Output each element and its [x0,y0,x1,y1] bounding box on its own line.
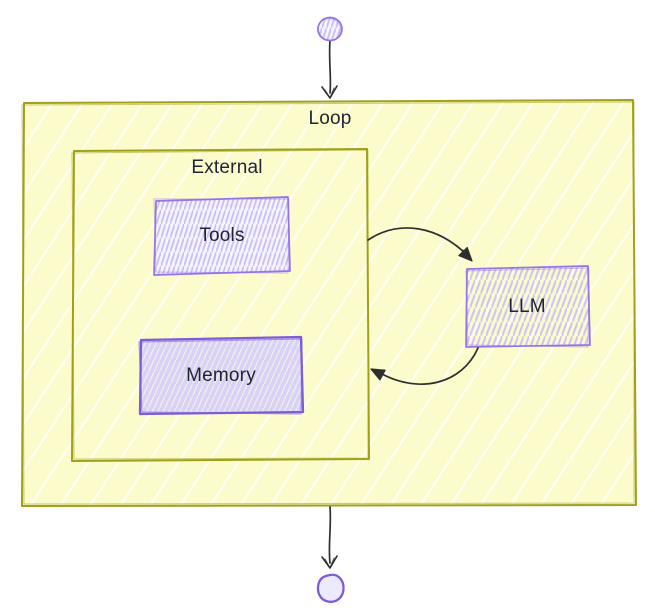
llm-label: LLM [508,296,546,317]
edge-start-to-loop [321,40,338,99]
arrowhead-right-icon [458,246,473,262]
tools-label: Tools [199,225,245,246]
external-label: External [191,157,263,178]
external-container [71,148,370,462]
start-node [317,16,343,42]
memory-label: Memory [186,365,256,386]
end-node [316,573,345,603]
memory-node [138,335,305,416]
edge-external-to-llm [367,227,473,262]
llm-node [465,265,591,348]
edge-llm-to-external [370,347,479,385]
tools-node [153,196,291,276]
edge-loop-to-end [321,506,338,569]
loop-label: Loop [308,108,352,129]
